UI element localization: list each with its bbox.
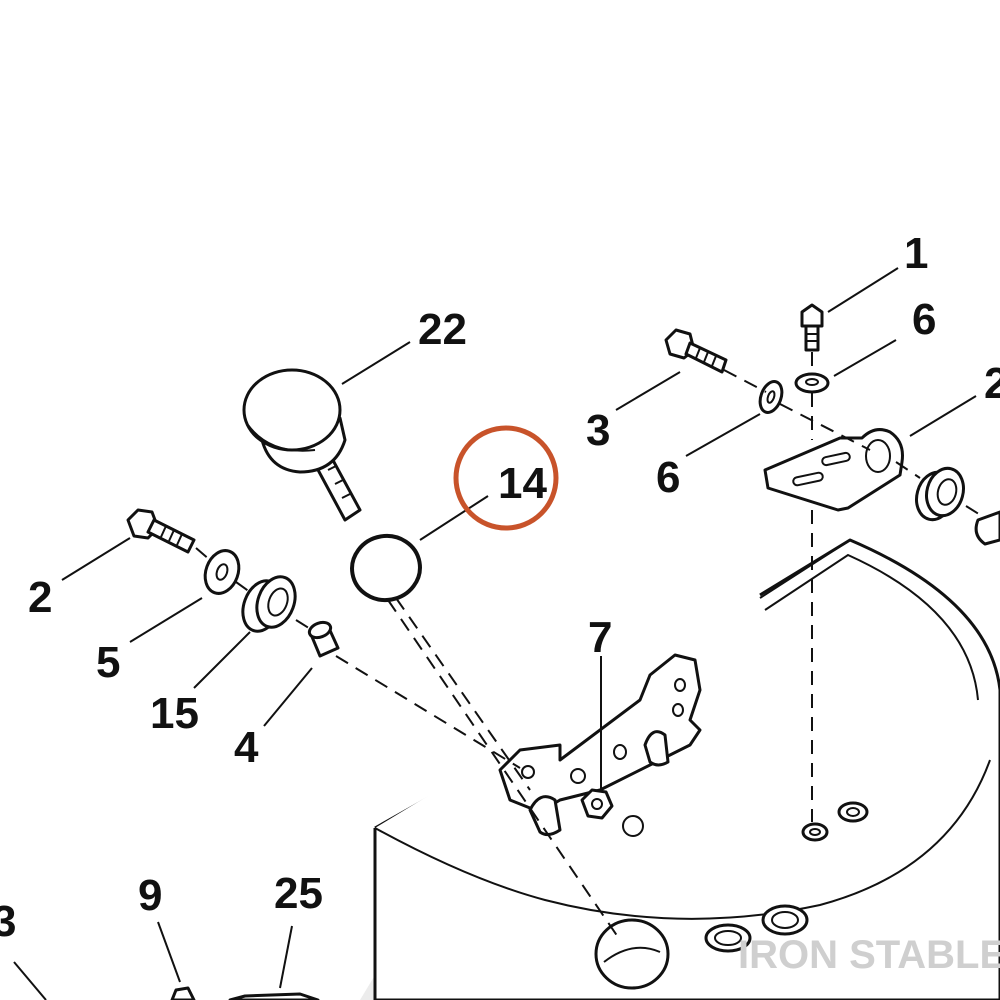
washer-6-left — [758, 380, 784, 414]
callout-2-right: 2 — [984, 359, 1000, 408]
callout-7: 7 — [588, 613, 612, 662]
dipstick-cap-22 — [242, 368, 362, 522]
bottom-parts — [170, 986, 320, 1000]
callout-4: 4 — [234, 723, 259, 772]
bolt-2-left — [126, 508, 196, 554]
callout-15: 15 — [150, 689, 199, 738]
callout-14-highlight-ring — [453, 425, 559, 531]
fender-holes — [594, 801, 869, 990]
grommet-right — [915, 466, 1000, 546]
callout-2-left: 2 — [28, 573, 52, 622]
assembly-lines — [195, 352, 983, 941]
bolt-1 — [800, 303, 824, 352]
callout-labels: 1 6 3 6 22 14 2 2 5 15 4 7 9 25 3 — [0, 229, 1000, 946]
callout-5: 5 — [96, 638, 120, 687]
grommet-15 — [241, 575, 297, 633]
callout-14: 14 — [498, 459, 547, 508]
fender-housing — [373, 538, 1000, 1000]
callout-3-top: 3 — [586, 406, 610, 455]
nut-7 — [580, 788, 614, 820]
callout-3-bottom: 3 — [0, 897, 16, 946]
bolt-3-top — [664, 328, 728, 374]
washer-6-top — [794, 372, 830, 394]
top-bracket — [763, 428, 904, 512]
watermark-text: IRON STABLE — [738, 933, 1000, 977]
washer-5 — [203, 549, 241, 595]
callout-9: 9 — [138, 871, 162, 920]
o-ring-14 — [350, 533, 422, 603]
callout-22: 22 — [418, 305, 467, 354]
callout-6-left: 6 — [656, 453, 680, 502]
leader-lines — [13, 267, 977, 1000]
callout-25: 25 — [274, 869, 323, 918]
callout-6-top: 6 — [912, 295, 936, 344]
callout-1: 1 — [904, 229, 928, 278]
spacer-4 — [307, 620, 340, 658]
